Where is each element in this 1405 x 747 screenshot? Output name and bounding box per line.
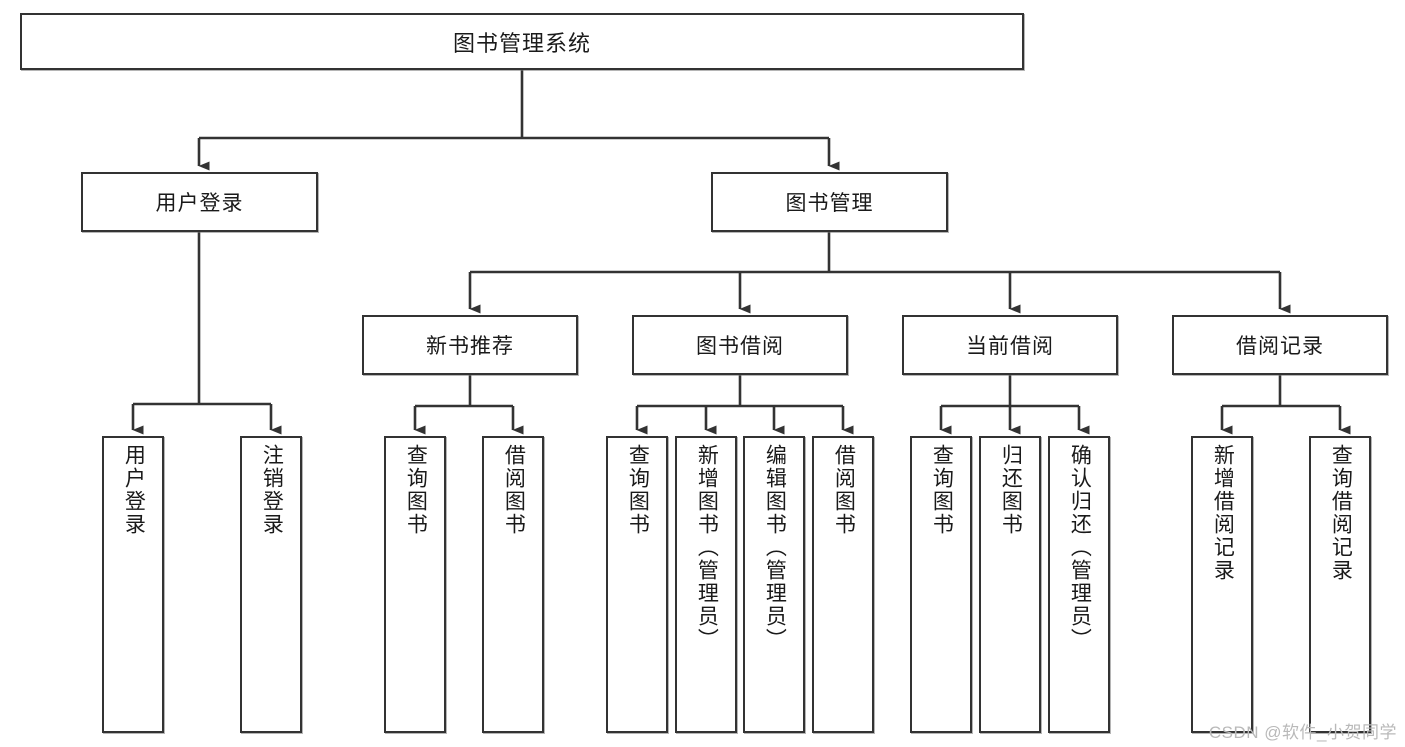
node-label: 图书管理系统 [452,30,591,56]
node-label: 新增图书（管理员） [695,444,719,651]
node-label: 查询图书 [930,444,954,536]
node-label: 图书借阅 [696,335,784,358]
leaf-record-query-record[interactable]: 查询借阅记录 [1309,436,1371,733]
leaf-user-login[interactable]: 用户登录 [102,436,164,733]
leaf-current-confirm-return-admin[interactable]: 确认归还（管理员） [1048,436,1110,733]
node-label: 查询图书 [404,444,428,536]
node-label: 当前借阅 [966,335,1054,358]
node-label: 查询图书 [626,444,650,536]
node-label: 借阅图书 [502,444,526,536]
node-label: 用户登录 [122,444,146,536]
leaf-current-query-book[interactable]: 查询图书 [910,436,972,733]
leaf-borrow-add-book-admin[interactable]: 新增图书（管理员） [675,436,737,733]
leaf-recommend-query-book[interactable]: 查询图书 [384,436,446,733]
node-book-management[interactable]: 图书管理 [711,172,948,232]
node-label: 注销登录 [260,444,284,536]
node-root-system[interactable]: 图书管理系统 [20,13,1024,70]
node-label: 图书管理 [785,192,874,215]
leaf-current-return-book[interactable]: 归还图书 [979,436,1041,733]
node-label: 新书推荐 [426,335,514,358]
node-label: 借阅图书 [832,444,856,536]
node-label: 新增借阅记录 [1211,444,1235,582]
node-label: 确认归还（管理员） [1068,444,1092,651]
node-user-login[interactable]: 用户登录 [81,172,318,232]
leaf-borrow-borrow-book[interactable]: 借阅图书 [812,436,874,733]
leaf-borrow-query-book[interactable]: 查询图书 [606,436,668,733]
node-book-borrow[interactable]: 图书借阅 [632,315,848,375]
node-label: 归还图书 [999,444,1023,536]
node-label: 用户登录 [155,192,244,215]
leaf-record-add-record[interactable]: 新增借阅记录 [1191,436,1253,733]
node-label: 编辑图书（管理员） [763,444,787,651]
leaf-borrow-edit-book-admin[interactable]: 编辑图书（管理员） [743,436,805,733]
node-label: 查询借阅记录 [1329,444,1353,582]
node-current-borrow[interactable]: 当前借阅 [902,315,1118,375]
node-borrow-record[interactable]: 借阅记录 [1172,315,1388,375]
leaf-recommend-borrow-book[interactable]: 借阅图书 [482,436,544,733]
node-new-book-recommend[interactable]: 新书推荐 [362,315,578,375]
node-label: 借阅记录 [1236,335,1324,358]
leaf-user-logout[interactable]: 注销登录 [240,436,302,733]
